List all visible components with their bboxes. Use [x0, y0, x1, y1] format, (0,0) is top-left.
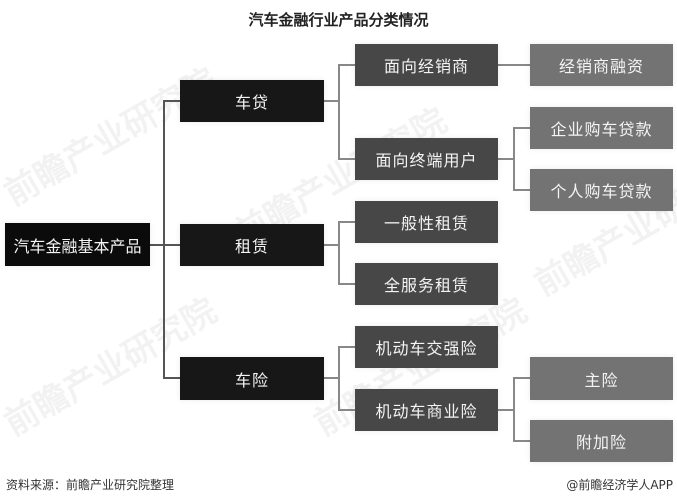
connector [163, 377, 180, 379]
connector [513, 127, 515, 190]
node-car-loan: 车贷 [180, 80, 324, 122]
connector [338, 346, 340, 410]
node-compulsory-insurance: 机动车交强险 [355, 326, 498, 368]
connector [338, 283, 355, 285]
connector [150, 244, 164, 246]
connector [324, 377, 339, 379]
watermark: 前瞻产业研究院 [0, 60, 224, 215]
node-leasing: 租赁 [180, 224, 324, 266]
node-commercial-insurance: 机动车商业险 [355, 389, 498, 431]
connector [324, 244, 339, 246]
node-additional-insurance: 附加险 [530, 420, 673, 462]
connector [338, 221, 340, 284]
node-main-insurance: 主险 [530, 357, 673, 400]
connector [498, 409, 514, 411]
connector [338, 409, 355, 411]
connector [513, 127, 530, 129]
node-root: 汽车金融基本产品 [5, 223, 150, 266]
node-car-insurance: 车险 [180, 357, 324, 400]
connector [338, 346, 355, 348]
node-general-leasing: 一般性租赁 [355, 201, 498, 243]
node-dealer-financing: 经销商融资 [530, 44, 673, 86]
connector [338, 64, 340, 160]
watermark: 前瞻产业研究院 [527, 150, 677, 305]
connector [498, 64, 530, 66]
node-full-service-leasing: 全服务租赁 [355, 263, 498, 305]
diagram-title: 汽车金融行业产品分类情况 [248, 11, 429, 29]
node-personal-car-loan: 个人购车贷款 [530, 169, 673, 211]
connector [338, 221, 355, 223]
node-dealer-facing: 面向经销商 [355, 44, 498, 86]
connector [338, 158, 355, 160]
node-end-user-facing: 面向终端用户 [355, 138, 498, 180]
connector [513, 189, 530, 191]
source-note: 资料来源：前瞻产业研究院整理 [6, 478, 175, 492]
connector [513, 440, 530, 442]
connector [163, 100, 180, 102]
connector [513, 377, 515, 441]
credit-note: @前瞻经济学人APP [566, 478, 673, 492]
connector [324, 100, 339, 102]
connector [163, 100, 165, 379]
connector [338, 64, 355, 66]
connector [498, 158, 514, 160]
connector [513, 377, 530, 379]
node-corporate-car-loan: 企业购车贷款 [530, 107, 673, 149]
connector [163, 244, 180, 246]
